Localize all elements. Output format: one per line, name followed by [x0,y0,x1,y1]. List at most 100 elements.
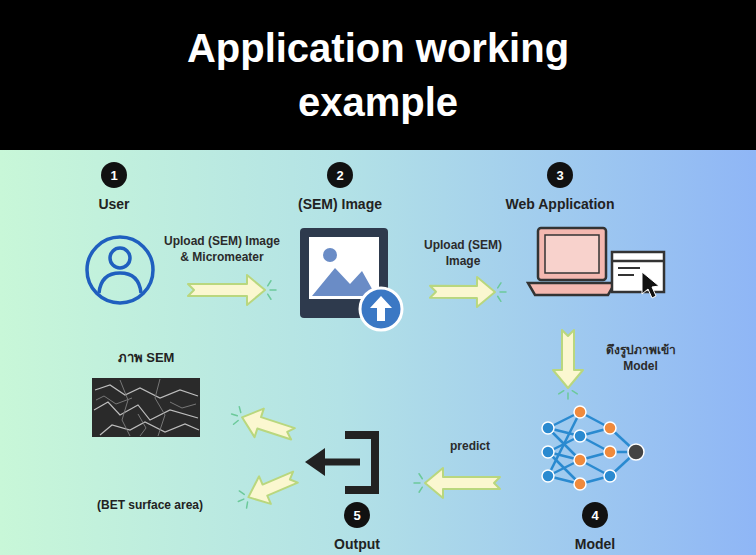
sparkle-mark [239,407,241,413]
sem-picture-part-part [96,396,132,404]
sparkle-mark [239,491,244,494]
step-label: (SEM) Image [298,196,382,213]
callout-number: 2 [327,162,353,188]
neural-network-icon-part-part [574,430,586,442]
sparkle-mark [268,281,271,286]
step-label: User [98,196,129,213]
neural-network-icon-part-part [542,470,554,482]
image-upload-icon-part [323,248,337,262]
edge-label: ดึงรูปภาพเข้า Model [598,343,683,374]
neural-network-icon-part-part [604,446,616,458]
web-app-icon-part [612,260,664,263]
sem-picture-part [94,385,199,435]
step-label: Output [334,536,380,553]
sem-picture-part-part [95,385,198,398]
sparkle-mark [498,296,501,301]
block-arrow [425,468,500,498]
bet-output: (BET surface area) [70,494,230,516]
sem-picture [92,378,200,437]
exit-icon-part [305,448,325,476]
user-icon [87,237,153,303]
sem-picture-part-part [100,422,199,435]
edge-label: predict [440,439,500,455]
neural-network-icon-part-part [542,422,554,434]
output-step: 5Output [312,425,402,553]
sem-picture-part-part [138,414,146,436]
image-upload-icon-part [370,296,392,321]
neural-network-icon-part-part [604,422,616,434]
connector-group [553,330,583,399]
web-app-icon-part [528,283,615,295]
step-label: Web Application [506,196,615,213]
neural-network-icon [542,406,644,490]
sparkle-mark [232,414,238,416]
title: Application working example [118,21,638,129]
image-upload-icon-part [360,288,402,330]
sparkle-mark [572,391,577,394]
block-arrow [242,409,295,440]
web-app-step: 3Web Application [495,162,625,312]
callout-number: 4 [582,502,608,528]
edge-label: Upload (SEM) Image [413,238,513,269]
neural-network-icon-part [548,412,636,484]
sem-picture-part-part [120,380,130,436]
header-band [0,0,756,150]
image-upload-icon-part [312,268,376,296]
connector-group [232,407,295,440]
neural-network-icon-part [542,406,644,490]
sparkle-mark [234,420,239,424]
sparkle-mark [419,487,422,492]
sparkle-mark [247,502,248,508]
connector-group [414,468,500,498]
web-app-icon-part [618,274,634,276]
web-app-icon-part [642,272,659,298]
neural-network-icon-part-part [574,406,586,418]
block-arrow [188,275,265,305]
sparkle-mark [414,482,420,484]
sparkle-mark [567,393,569,399]
sem-picture-part-part [94,402,198,420]
block-arrow [553,330,583,388]
connector-group [238,472,298,508]
sem-picture-part [92,378,200,437]
block-arrow [248,472,297,504]
sparkle-mark [238,499,244,501]
model-step: 4Model [535,398,655,553]
neural-network-icon-part-part [548,412,580,476]
block-arrow [430,277,495,307]
sparkle-mark [419,474,422,479]
web-app-icon-part [618,267,640,269]
user-step: 1User [78,162,150,308]
sparkle-mark [498,283,501,288]
image-upload-icon-part [309,237,379,299]
exit-icon [305,435,375,490]
connector-group [188,275,276,305]
user-icon-part [87,237,153,303]
image-upload-icon [300,228,402,330]
step-label: (BET surface area) [97,498,203,512]
title-band: Application working example [0,0,756,150]
sparkle-mark [500,291,506,293]
sparkle-mark [268,294,271,299]
step-label: Model [575,536,615,553]
exit-icon-part [322,459,360,466]
web-app-icon-part [538,228,606,280]
background [0,150,756,555]
sem-picture-part-part [155,379,165,436]
web-app-icon [528,228,664,298]
callout-number: 5 [344,502,370,528]
callout-number: 3 [547,162,573,188]
neural-network-icon-part-part [542,446,554,458]
callout-number: 1 [101,162,127,188]
sem-picture-part-part [170,402,196,408]
image-step: 2 (SEM) Image [290,162,390,324]
neural-network-icon-part-part [574,478,586,490]
web-app-icon-part [545,235,599,273]
edge-label: Upload (SEM) Image & Micromeater [160,234,284,265]
step-label: ภาพ SEM [118,350,175,366]
sem-picture-part [96,379,196,436]
neural-network-icon-part-part [604,470,616,482]
sem-image-output: ภาพ SEM [88,350,204,440]
